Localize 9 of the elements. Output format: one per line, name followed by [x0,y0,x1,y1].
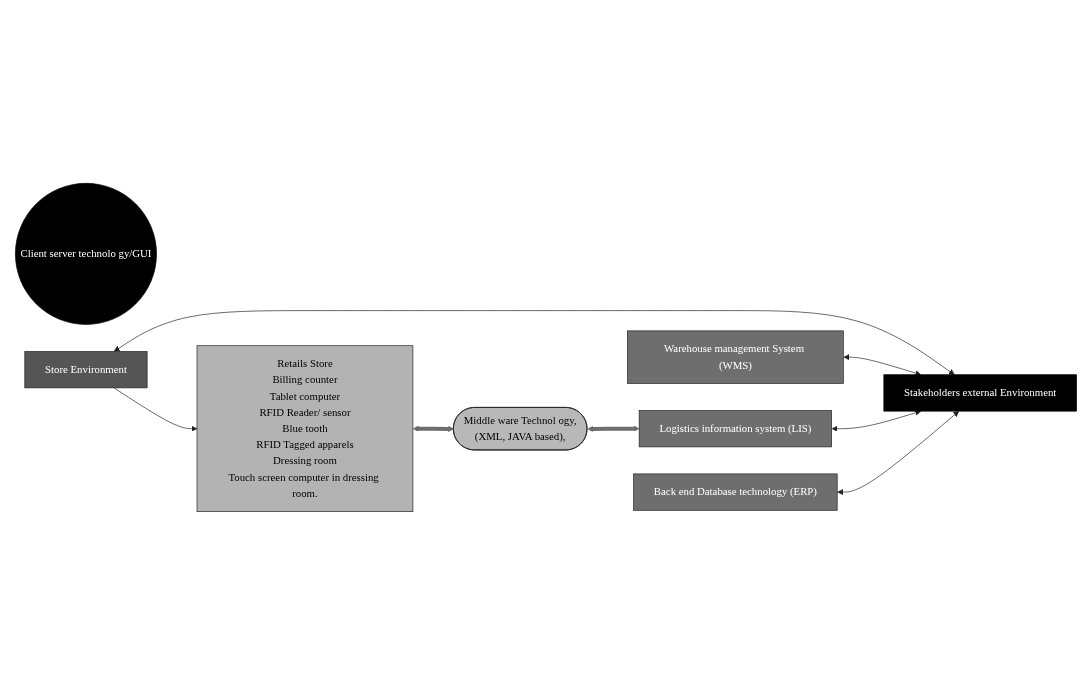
arrow [412,425,454,432]
node-box: Back end Database technology (ERP) [633,473,838,511]
node-box: Logistics information system (LIS) [638,410,832,448]
node-box: Warehouse management System (WMS) [627,330,844,384]
node-box: Stakeholders external Environment [883,374,1077,412]
node-circle: Client server technolo gy/GUI [15,183,157,325]
node-box: Retails Store Billing counter Tablet computer RFID Reader/ sensor Blue tooth RFID Tagged apparels Dressing room Touch screen computer in dressing room. [196,345,414,512]
arrow [587,425,640,432]
node-box: Store Environment [24,351,148,389]
